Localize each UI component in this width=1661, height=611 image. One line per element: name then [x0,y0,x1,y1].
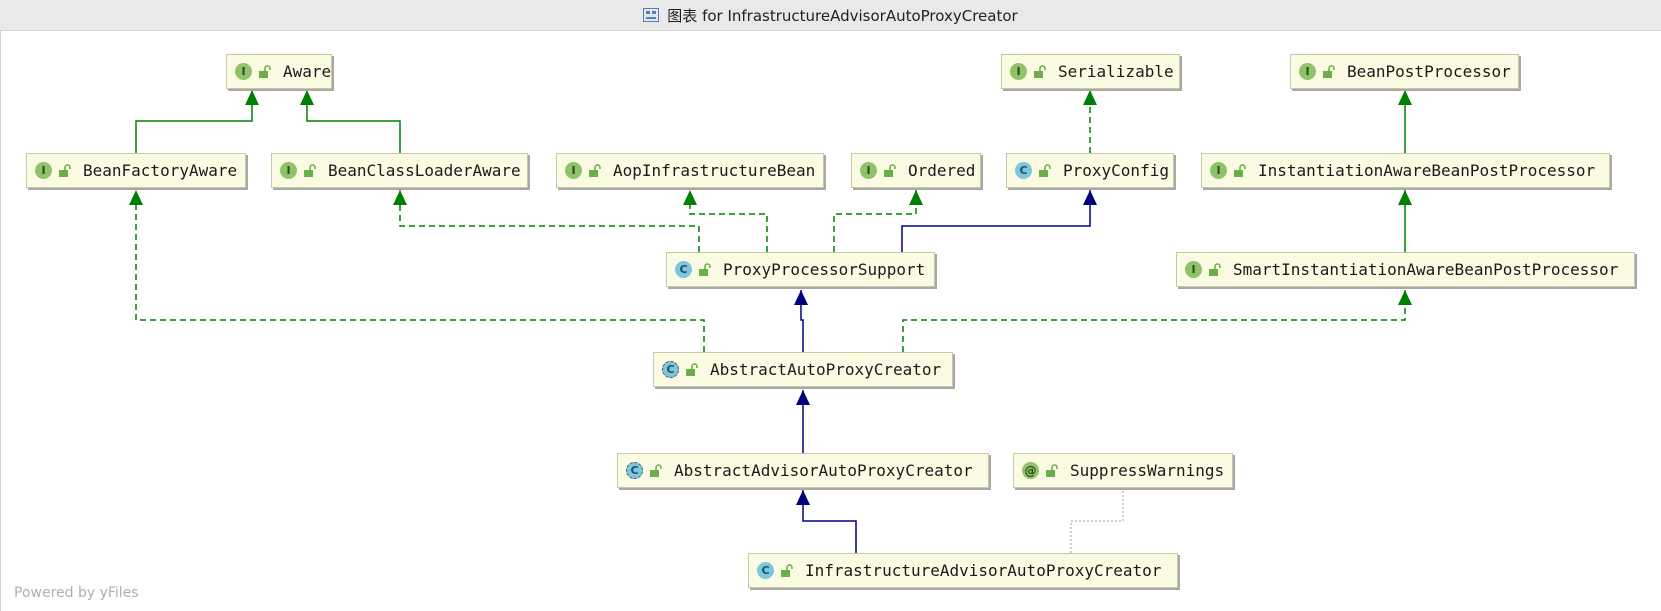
node-suppresswarnings[interactable]: @ SuppressWarnings [1013,453,1233,488]
abstract-class-icon: C [662,361,679,378]
class-icon: C [1015,162,1032,179]
class-icon: C [757,562,774,579]
public-lock-icon [650,463,662,477]
public-lock-icon [1323,64,1335,78]
node-beanpostprocessor[interactable]: I BeanPostProcessor [1290,54,1519,89]
arrowhead-smartinstantiation [1398,290,1412,305]
diagram-icon [643,8,660,22]
node-label: InfrastructureAdvisorAutoProxyCreator [805,561,1162,580]
node-label: Serializable [1058,62,1174,81]
abstract-class-icon: C [626,462,643,479]
node-ordered[interactable]: I Ordered [851,153,981,188]
arrowhead-abstractautoproxycreator [796,390,810,405]
edge-pps-beanclassloaderaware [399,190,700,252]
public-lock-icon [259,64,271,78]
public-lock-icon [304,163,316,177]
public-lock-icon [884,163,896,177]
node-serializable[interactable]: I Serializable [1001,54,1180,89]
edge-aapc-beanfactoryaware [135,190,705,352]
interface-icon: I [860,162,877,179]
edge-pps-proxyconfig [901,190,1091,252]
edge-iaapc-suppresswarnings [1070,490,1124,553]
node-label: SmartInstantiationAwareBeanPostProcessor [1233,260,1619,279]
node-label: ProxyProcessorSupport [723,260,926,279]
window-titlebar: 图表 for InfrastructureAdvisorAutoProxyCre… [0,0,1661,31]
node-label: AbstractAutoProxyCreator [710,360,942,379]
arrowhead-proxyconfig [1083,190,1097,205]
class-icon: C [675,261,692,278]
public-lock-icon [1034,64,1046,78]
node-abstractautoproxycreator[interactable]: C AbstractAutoProxyCreator [653,352,953,387]
arrowhead-aware-right [300,90,314,105]
edge-pps-ordered [833,190,917,252]
interface-icon: I [280,162,297,179]
node-label: SuppressWarnings [1070,461,1225,480]
public-lock-icon [686,362,698,376]
public-lock-icon [1039,163,1051,177]
node-label: AbstractAdvisorAutoProxyCreator [674,461,973,480]
interface-icon: I [1185,261,1202,278]
arrowhead-instantiationaware [1398,190,1412,205]
node-proxyconfig[interactable]: C ProxyConfig [1006,153,1174,188]
node-abstractadvisorautoproxycreator[interactable]: C AbstractAdvisorAutoProxyCreator [617,453,989,488]
arrowhead-beanpostprocessor [1398,90,1412,105]
node-smartinstantiationawarebeanpostprocessor[interactable]: I SmartInstantiationAwareBeanPostProcess… [1176,252,1635,287]
arrowhead-serializable [1083,90,1097,105]
node-label: AopInfrastructureBean [613,161,816,180]
node-beanfactoryaware[interactable]: I BeanFactoryAware [26,153,246,188]
node-aware[interactable]: I Aware [226,54,332,89]
node-infrastructureadvisorautoproxycreator[interactable]: C InfrastructureAdvisorAutoProxyCreator [748,553,1178,588]
node-label: Aware [283,62,332,81]
public-lock-icon [589,163,601,177]
interface-icon: I [35,162,52,179]
node-aopinfrastructurebean[interactable]: I AopInfrastructureBean [556,153,824,188]
node-label: ProxyConfig [1063,161,1169,180]
edge-aapc-smartinstantiation [902,290,1406,352]
interface-icon: I [1210,162,1227,179]
arrowhead-abstractadvisorautoproxycreator [796,490,810,505]
frame-border [0,30,1,611]
arrowhead-ordered [909,190,923,205]
edge-pps-aopinfrastructurebean [689,190,768,252]
node-beanclassloaderaware[interactable]: I BeanClassLoaderAware [271,153,528,188]
edge-beanfactoryaware-aware [135,90,253,153]
annotation-icon: @ [1022,462,1039,479]
node-instantiationawarebeanpostprocessor[interactable]: I InstantiationAwareBeanPostProcessor [1201,153,1610,188]
public-lock-icon [1234,163,1246,177]
public-lock-icon [699,262,711,276]
public-lock-icon [1046,463,1058,477]
node-label: Ordered [908,161,976,180]
edge-iaapc-aaapc [802,490,857,553]
node-label: BeanPostProcessor [1347,62,1511,81]
public-lock-icon [781,563,793,577]
node-proxyprocessorsupport[interactable]: C ProxyProcessorSupport [666,252,935,287]
node-label: BeanFactoryAware [83,161,238,180]
arrowhead-aware-left [245,90,259,105]
node-label: BeanClassLoaderAware [328,161,521,180]
arrowhead-proxyprocessorsupport [794,290,808,305]
arrowhead-beanfactoryaware [129,190,143,205]
node-label: InstantiationAwareBeanPostProcessor [1258,161,1596,180]
interface-icon: I [565,162,582,179]
powered-by-label: Powered by yFiles [14,585,139,601]
arrowhead-beanclassloaderaware [393,190,407,205]
arrowhead-aopinfrastructurebean [683,190,697,205]
public-lock-icon [1209,262,1221,276]
edge-beanclassloaderaware-aware [306,90,401,153]
public-lock-icon [59,163,71,177]
interface-icon: I [235,63,252,80]
interface-icon: I [1299,63,1316,80]
window-title: 图表 for InfrastructureAdvisorAutoProxyCre… [667,6,1018,25]
interface-icon: I [1010,63,1027,80]
